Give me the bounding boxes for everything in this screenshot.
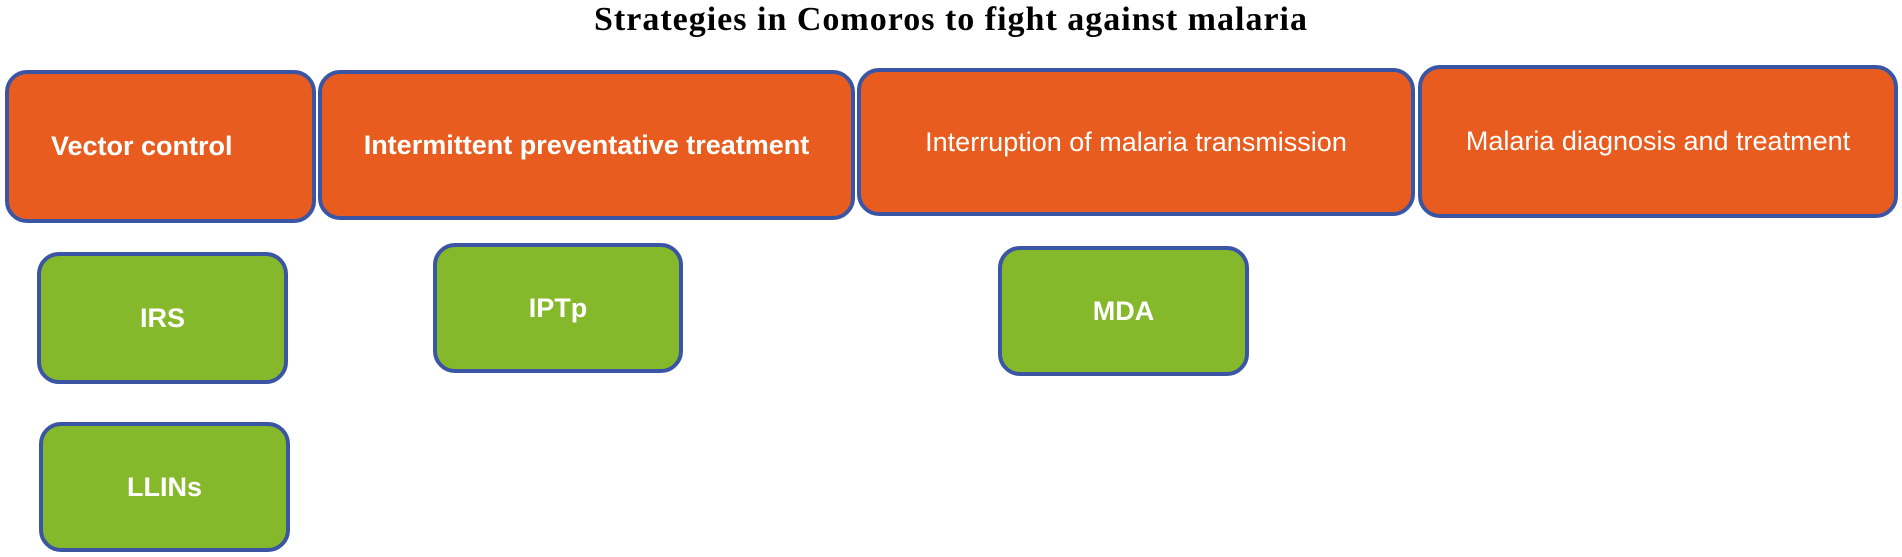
subitem-irs: IRS	[37, 252, 288, 384]
category-interruption-of-transmission: Interruption of malaria transmission	[857, 68, 1415, 216]
category-label: Malaria diagnosis and treatment	[1465, 126, 1851, 156]
category-label: Vector control	[51, 131, 233, 161]
category-intermittent-preventative-treatment: Intermittent preventative treatment	[318, 70, 855, 220]
subitem-llins: LLINs	[39, 422, 290, 552]
category-vector-control: Vector control	[5, 70, 316, 223]
subitem-label: IRS	[139, 302, 185, 333]
subitem-label: MDA	[1092, 295, 1155, 326]
category-label: Interruption of malaria transmission	[925, 126, 1347, 157]
subitem-label: IPTp	[528, 292, 588, 323]
category-label: Intermittent preventative treatment	[363, 129, 810, 160]
diagram-title: Strategies in Comoros to fight against m…	[594, 1, 1308, 38]
subitem-iptp: IPTp	[433, 243, 683, 373]
subitem-mda: MDA	[998, 246, 1249, 376]
category-diagnosis-and-treatment: Malaria diagnosis and treatment	[1418, 65, 1898, 218]
subitem-label: LLINs	[126, 471, 202, 502]
